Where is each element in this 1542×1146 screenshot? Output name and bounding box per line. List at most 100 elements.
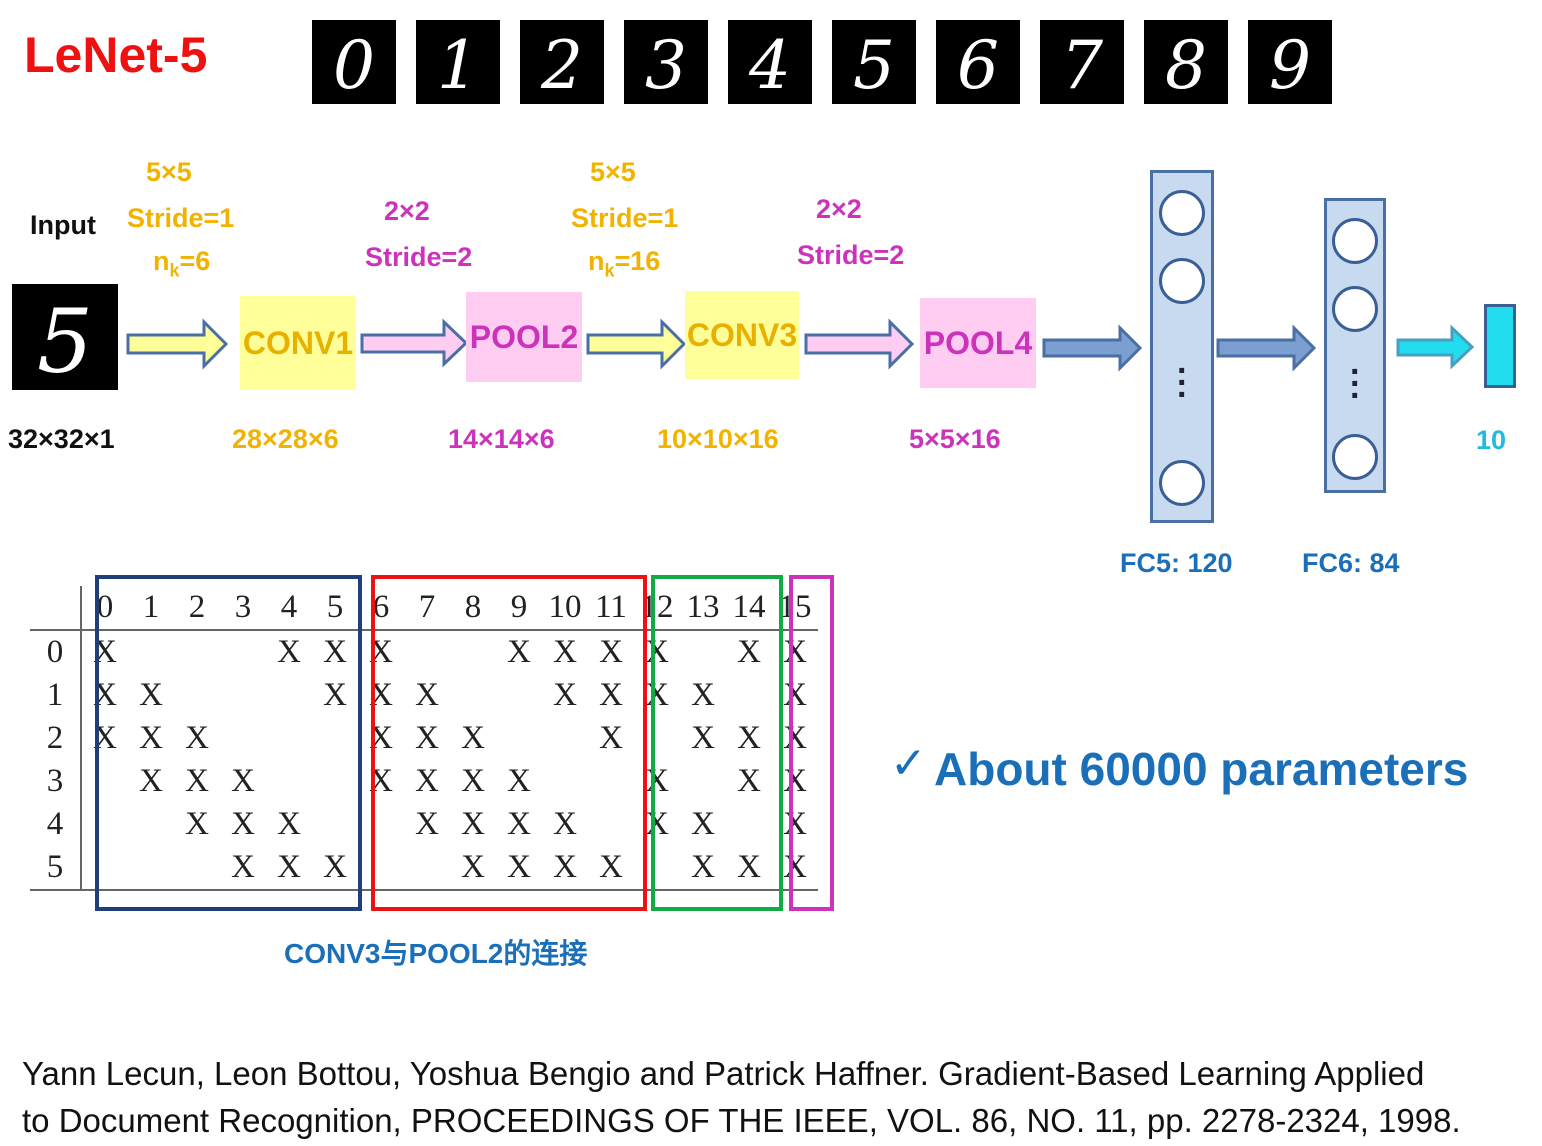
table-cell: X [185,763,209,799]
table-cell: X [737,720,761,756]
row-header: 3 [30,760,82,803]
group-box-col-15 [789,575,834,911]
digit-glyph: 7 [1061,27,1103,104]
table-cell: X [542,846,588,891]
arrow-icon [1216,324,1317,372]
conv1-nk-label: nk=6 [153,246,211,281]
table-cell: X [185,806,209,842]
digit-glyph: 1 [437,27,479,104]
diagram-title: LeNet-5 [24,27,208,83]
arrow-icon [126,318,229,370]
column-header: 12 [634,586,680,631]
column-header: 6 [358,586,404,631]
table-cell: X [507,806,531,842]
table-cell: X [599,677,623,713]
conv3-nk-label: nk=16 [588,246,661,281]
table-cell: X [369,763,393,799]
output-label: 10 [1476,425,1507,455]
row-header: 2 [30,717,82,760]
table-cell: X [220,846,266,891]
citation-line: Yann Lecun, Leon Bottou, Yoshua Bengio a… [22,1055,1425,1092]
table-cell: X [507,763,531,799]
table-cell: X [599,720,623,756]
conv3-size-label: 10×10×16 [657,424,779,454]
arrow-icon [804,318,915,370]
table-cell: X [461,763,485,799]
input-label: Input [30,210,96,240]
table-cell: X [461,806,485,842]
table-cell [404,846,450,891]
row-header: 1 [30,674,82,717]
table-cell: X [369,634,393,670]
table-cell: X [139,763,163,799]
row-header: 4 [30,803,82,846]
pipeline-arrows [126,318,1475,372]
mnist-digit-image: 8 [1144,20,1228,104]
table-cell: X [312,846,358,891]
table-cell: X [415,763,439,799]
conv1-block: CONV1 [240,296,356,390]
table-corner [30,586,82,631]
row-header: 0 [30,630,82,674]
table-cell: X [415,677,439,713]
neuron-node [1332,286,1378,332]
mnist-digit-image: 5 [832,20,916,104]
input-digit-glyph: 5 [37,290,93,390]
table-cell [634,846,680,891]
arrow-icon [1396,324,1475,370]
column-header: 13 [680,586,726,631]
output-layer [1484,304,1516,388]
table-cell: X [266,846,312,891]
mnist-digit-image: 2 [520,20,604,104]
mnist-digit-image: 4 [728,20,812,104]
table-cell: X [139,677,163,713]
mnist-digit-image: 9 [1248,20,1332,104]
pool2-size-label: 14×14×6 [448,424,555,454]
table-cell: X [277,806,301,842]
input-size-label: 32×32×1 [8,424,115,454]
table-cell: X [450,846,496,891]
conv3-block: CONV3 [685,291,799,379]
table-cell: X [553,677,577,713]
digit-glyph: 9 [1269,27,1311,104]
column-header: 2 [174,586,220,631]
neuron-node [1332,218,1378,264]
pool4-block: POOL4 [920,298,1036,388]
mnist-digit-image: 3 [624,20,708,104]
table-cell: X [553,806,577,842]
digit-glyph: 6 [957,27,999,104]
table-cell: X [737,634,761,670]
column-header: 5 [312,586,358,631]
conv1-kernel-label: 5×5 [146,157,192,187]
citation: Yann Lecun, Leon Bottou, Yoshua Bengio a… [22,1050,1522,1144]
fc6-layer: ··· [1324,198,1386,493]
citation-line: to Document Recognition, PROCEEDINGS OF … [22,1102,1461,1139]
fc5-layer: ··· [1150,170,1214,523]
digit-glyph: 0 [333,27,375,104]
table-cell [128,846,174,891]
column-header: 8 [450,586,496,631]
conv3-kernel-label: 5×5 [590,157,636,187]
digit-glyph: 2 [540,27,583,104]
column-header: 11 [588,586,634,631]
pool4-stride-label: Stride=2 [797,240,905,270]
table-cell: X [461,720,485,756]
column-header: 0 [81,586,128,631]
table-cell: X [507,634,531,670]
parameter-count-note: About 60000 parameters [934,743,1469,795]
mnist-digit-image: 7 [1040,20,1124,104]
digit-glyph: 5 [853,27,895,104]
table-cell: X [277,634,301,670]
pool4-size-label: 5×5×16 [909,424,1001,454]
fc5-label: FC5: 120 [1120,548,1233,578]
table-cell: X [369,720,393,756]
table-cell: X [588,846,634,891]
table-cell: X [323,677,347,713]
table-cell: X [139,720,163,756]
